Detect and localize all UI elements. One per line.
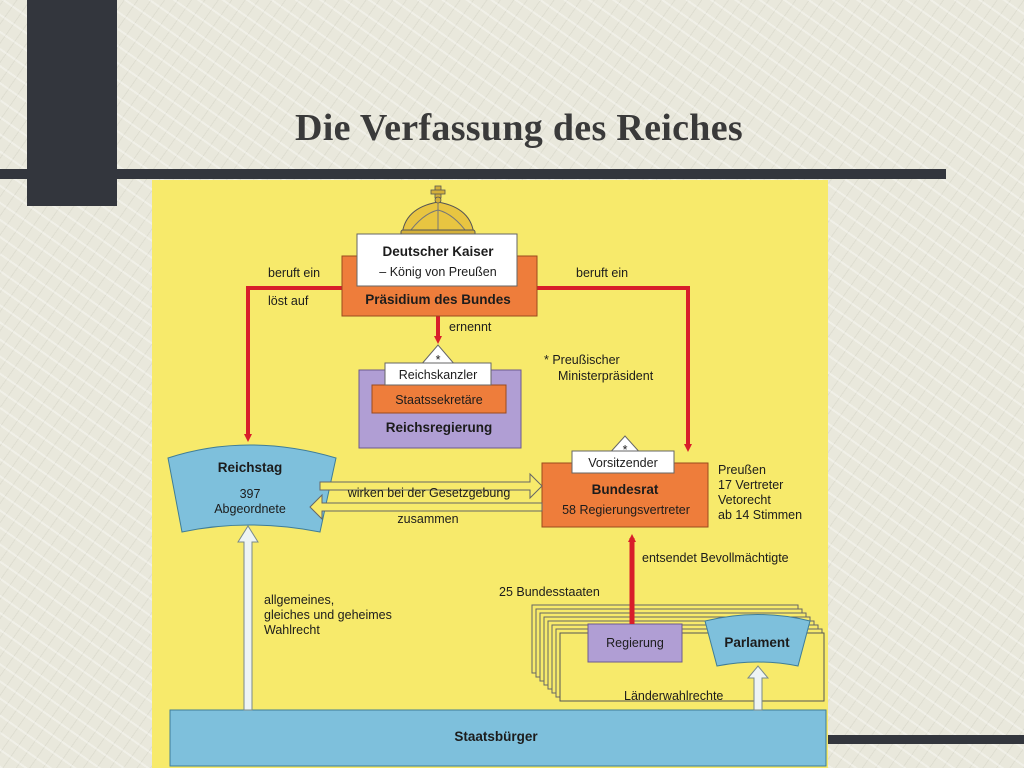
- parlament-label: Parlament: [724, 635, 790, 650]
- reichskanzler-label: Reichskanzler: [399, 368, 478, 382]
- wahlrecht-line1: allgemeines,: [264, 593, 334, 607]
- label-laenderwahlrechte: Länderwahlrechte: [624, 689, 723, 703]
- wahlrecht-line3: Wahlrecht: [264, 623, 320, 637]
- constitution-diagram: Deutscher Kaiser – König von Preußen Prä…: [152, 180, 828, 768]
- vorsitzender-label: Vorsitzender: [588, 456, 657, 470]
- arrow-praesidium-to-bundesrat: [537, 286, 692, 452]
- label-loest-auf: löst auf: [268, 294, 309, 308]
- arrow-praesidium-to-reichstag: [244, 286, 342, 442]
- slide-title: Die Verfassung des Reiches: [295, 107, 743, 149]
- preussen-line1: Preußen: [718, 463, 766, 477]
- parlament-block: [704, 614, 811, 667]
- reichsregierung-block: [358, 344, 522, 449]
- bundesrat-members: 58 Regierungsvertreter: [562, 503, 690, 517]
- label-entsendet: entsendet Bevollmächtigte: [642, 551, 789, 565]
- reichstag-count: 397: [240, 487, 261, 501]
- regierung-box: [587, 623, 683, 663]
- kaiser-subtitle: – König von Preußen: [379, 265, 496, 279]
- bundesstaaten-label: 25 Bundesstaaten: [499, 585, 600, 599]
- star-reichskanzler: *: [436, 353, 441, 367]
- star-vorsitzender: *: [623, 443, 628, 457]
- bottom-rule: [828, 735, 1024, 744]
- preussen-line3: Vetorecht: [718, 493, 771, 507]
- reichstag-members: Abgeordnete: [214, 502, 286, 516]
- preussen-line2: 17 Vertreter: [718, 478, 783, 492]
- label-beruft-ein-right: beruft ein: [576, 266, 628, 280]
- staatsbuerger-block: [169, 709, 827, 767]
- cooperation-line1: wirken bei der Gesetzgebung: [347, 486, 511, 500]
- reichsregierung-label: Reichsregierung: [386, 420, 493, 435]
- label-ernennt: ernennt: [449, 320, 492, 334]
- preussen-line4: ab 14 Stimmen: [718, 508, 802, 522]
- footnote-line1: * Preußischer: [544, 353, 620, 367]
- staatsbuerger-label: Staatsbürger: [454, 729, 538, 744]
- kaiser-title: Deutscher Kaiser: [382, 244, 494, 259]
- bundesrat-block: [541, 435, 709, 528]
- arrow-wahlrecht: [237, 525, 259, 711]
- regierung-label: Regierung: [606, 636, 664, 650]
- staatssekretaere-label: Staatssekretäre: [395, 393, 483, 407]
- praesidium-block: [341, 233, 538, 317]
- bundesrat-title: Bundesrat: [592, 482, 659, 497]
- arrow-laenderwahlrechte: [746, 665, 770, 711]
- footnote-line2: Ministerpräsident: [558, 369, 654, 383]
- cooperation-line2: zusammen: [397, 512, 458, 526]
- title-rule: [0, 169, 946, 179]
- praesidium-label: Präsidium des Bundes: [365, 292, 511, 307]
- reichstag-block: [167, 444, 337, 533]
- reichstag-title: Reichstag: [218, 460, 283, 475]
- wahlrecht-line2: gleiches und geheimes: [264, 608, 392, 622]
- label-beruft-ein-left: beruft ein: [268, 266, 320, 280]
- diagram-canvas: Deutscher Kaiser – König von Preußen Prä…: [152, 180, 828, 768]
- cooperation-arrows: [309, 472, 543, 521]
